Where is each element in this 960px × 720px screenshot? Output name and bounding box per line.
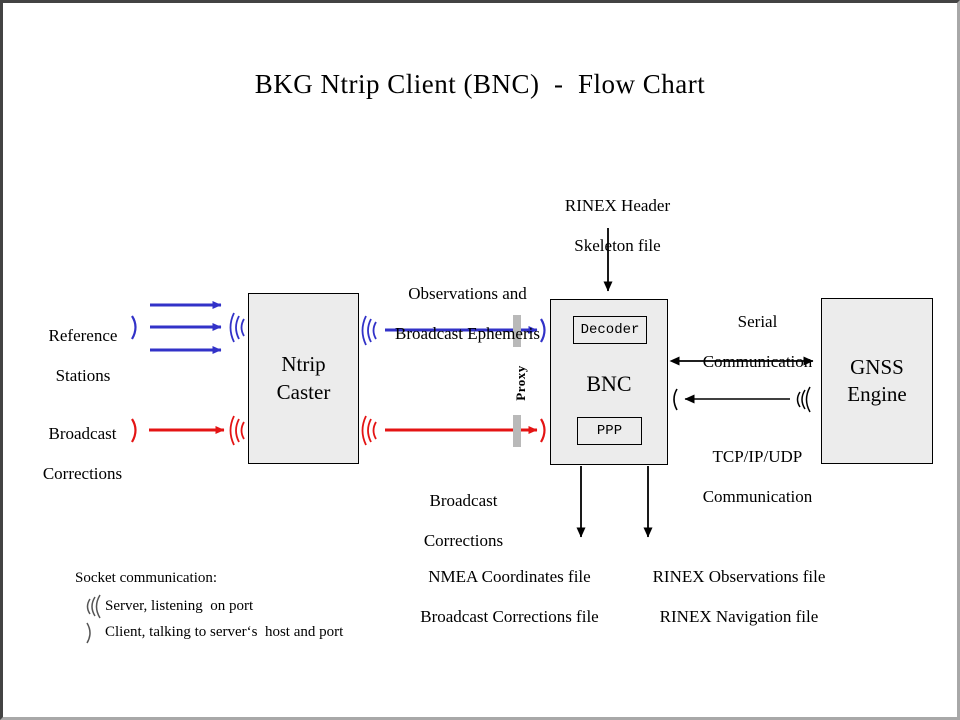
tcpip-communication-label: TCP/IP/UDP Communication: [702, 447, 813, 507]
observations-label: Observations and Broadcast Ephemeris: [395, 284, 540, 344]
ppp-label: PPP: [596, 423, 623, 439]
reference-stations-label: Reference Stations: [48, 326, 118, 386]
output-file-arrows: [576, 466, 653, 538]
client-socket-icon: [131, 315, 137, 340]
legend-client-socket-icon: [86, 622, 91, 644]
legend-client-text: Client, talking to server‘s host and por…: [105, 624, 344, 640]
broadcast-corrections-left-label: Broadcast Corrections: [42, 424, 123, 484]
ppp-box[interactable]: PPP: [577, 417, 642, 445]
server-socket-icon: [361, 415, 377, 446]
client-socket-icon: [540, 418, 546, 443]
ntrip-caster-label: Ntrip Caster: [276, 352, 331, 404]
reference-station-arrows: [150, 301, 222, 354]
legend-heading: Socket communication:: [75, 570, 218, 586]
output-files-right-label: RINEX Observations file RINEX Navigation…: [652, 567, 826, 627]
server-socket-icon: [229, 312, 245, 343]
legend-server-text: Server, listening on port: [105, 598, 254, 614]
gnss-engine-box[interactable]: GNSS Engine: [821, 298, 933, 464]
proxy-bar-bottom: [513, 415, 521, 447]
page-title: BKG Ntrip Client (BNC) - Flow Chart: [254, 69, 706, 99]
rinex-header-label: RINEX Header Skeleton file: [564, 196, 671, 256]
gnss-engine-label: GNSS Engine: [847, 354, 907, 406]
bnc-label: BNC: [586, 371, 632, 396]
serial-communication-label: Serial Communication: [702, 312, 813, 372]
proxy-bar-top: [513, 315, 521, 347]
ntrip-caster-box[interactable]: Ntrip Caster: [248, 293, 359, 464]
decoder-label: Decoder: [580, 322, 640, 338]
decoder-box[interactable]: Decoder: [573, 316, 647, 344]
legend-server-socket-icon: [86, 594, 101, 619]
output-files-left-label: NMEA Coordinates file Broadcast Correcti…: [420, 567, 599, 627]
broadcast-corrections-mid-label: Broadcast Corrections: [423, 491, 504, 551]
server-socket-icon: [229, 415, 245, 446]
